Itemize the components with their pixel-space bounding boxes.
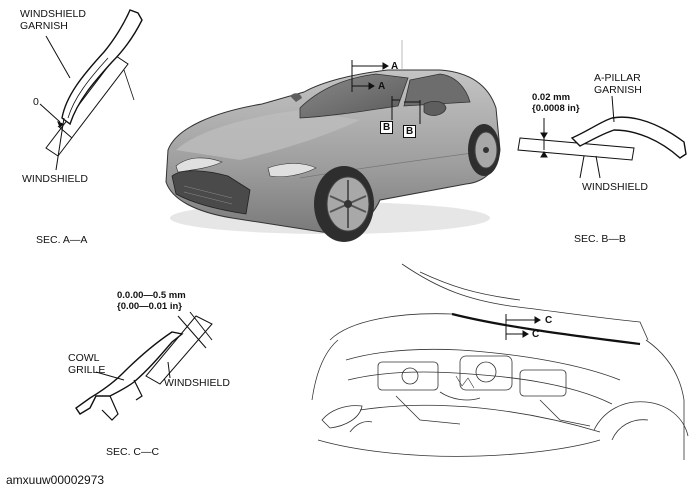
callout-a-upper: A xyxy=(391,61,399,72)
gap-value-aa: 0 xyxy=(33,96,39,108)
callout-b-left: B xyxy=(380,121,394,134)
label-windshield-aa: WINDSHIELD xyxy=(22,173,88,185)
callout-c-lower: C xyxy=(532,329,540,340)
callout-c-upper: C xyxy=(545,315,553,326)
gap-value-bb: 0.02 mm {0.0008 in} xyxy=(532,92,580,114)
section-title-cc: SEC. C—C xyxy=(106,446,160,458)
car-illustration xyxy=(165,40,501,242)
figure-id: amxuuw00002973 xyxy=(6,473,105,487)
gap-value-cc: 0.0.00—0.5 mm {0.00—0.01 in} xyxy=(117,290,186,312)
section-title-bb: SEC. B—B xyxy=(574,233,626,245)
label-cowl-grille: COWL GRILLE xyxy=(68,352,106,376)
section-cc-drawing xyxy=(75,311,213,421)
label-windshield-garnish: WINDSHIELD GARNISH xyxy=(20,8,86,32)
callout-a-lower: A xyxy=(378,81,386,92)
engine-bay-illustration xyxy=(311,263,689,460)
section-title-aa: SEC. A—A xyxy=(36,234,88,246)
section-aa-drawing xyxy=(39,9,143,171)
section-bb-drawing xyxy=(517,95,687,179)
callout-b-right: B xyxy=(403,125,417,138)
label-windshield-bb: WINDSHIELD xyxy=(582,181,648,193)
label-windshield-cc: WINDSHIELD xyxy=(164,377,230,389)
label-a-pillar-garnish: A-PILLAR GARNISH xyxy=(594,72,642,96)
